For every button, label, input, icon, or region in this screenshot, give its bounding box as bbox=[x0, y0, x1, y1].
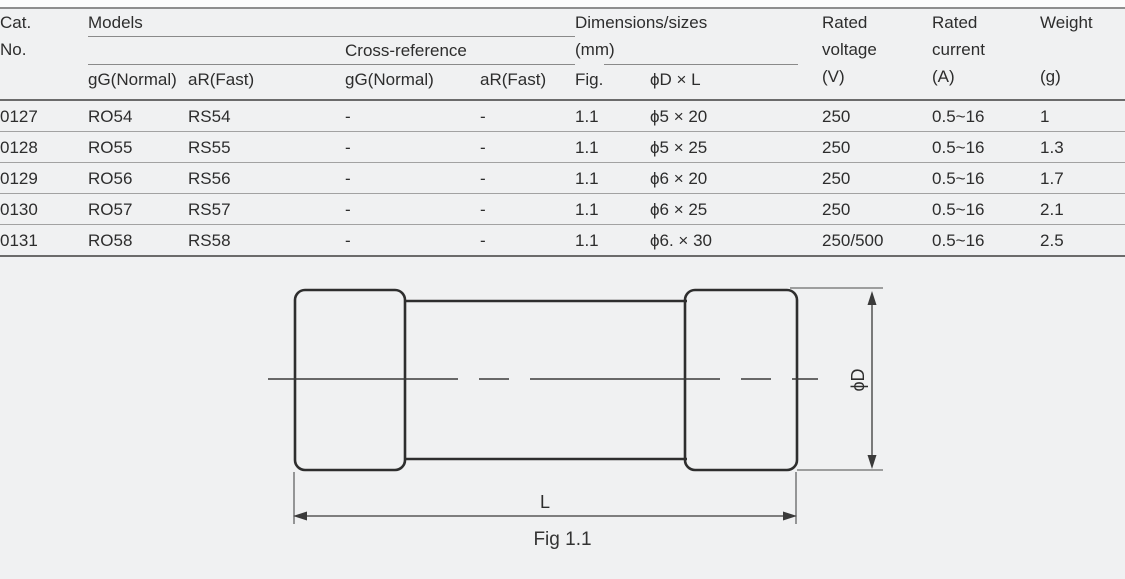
header-row-1: Cat. No. Models Dimensions/sizes (mm) Ra… bbox=[0, 8, 1125, 101]
cell-model-gg: RO55 bbox=[88, 131, 188, 163]
cell-cat-no: 0129 bbox=[0, 162, 88, 194]
cell-model-ar: RS57 bbox=[188, 193, 345, 225]
header-gg-normal-cross: gG(Normal) bbox=[345, 64, 480, 101]
cell-fig: 1.1 bbox=[575, 224, 650, 257]
header-rated-voltage: Rated voltage (V) bbox=[822, 8, 933, 101]
table-row: 0130 RO57 RS57 - - 1.1 ϕ6 × 25 250 0.5~1… bbox=[0, 193, 1125, 225]
cell-model-ar: RS54 bbox=[188, 100, 345, 132]
cell-cat-no: 0130 bbox=[0, 193, 88, 225]
header-weight: Weight (g) bbox=[1040, 8, 1125, 101]
cell-current: 0.5~16 bbox=[932, 100, 1041, 132]
cell-cross-gg: - bbox=[345, 131, 480, 163]
cell-voltage: 250 bbox=[822, 100, 933, 132]
table-row: 0129 RO56 RS56 - - 1.1 ϕ6 × 20 250 0.5~1… bbox=[0, 162, 1125, 194]
header-rated-current: Rated current (A) bbox=[932, 8, 1041, 101]
arrow-right-icon bbox=[783, 511, 797, 521]
fuse-dimension-drawing: ϕD L bbox=[268, 287, 883, 524]
cell-size: ϕ6 × 25 bbox=[650, 193, 823, 225]
arrow-up-icon bbox=[867, 291, 877, 305]
cell-voltage: 250 bbox=[822, 131, 933, 163]
cell-voltage: 250 bbox=[822, 162, 933, 194]
cell-weight: 2.5 bbox=[1040, 224, 1125, 257]
cell-current: 0.5~16 bbox=[932, 193, 1041, 225]
dimensions-underline bbox=[604, 63, 798, 65]
cell-model-gg: RO58 bbox=[88, 224, 188, 257]
header-cross-reference: Cross-reference bbox=[345, 36, 575, 65]
table-row: 0127 RO54 RS54 - - 1.1 ϕ5 × 20 250 0.5~1… bbox=[0, 100, 1125, 132]
top-margin bbox=[0, 0, 1125, 7]
cell-size: ϕ5 × 20 bbox=[650, 100, 823, 132]
cell-fig: 1.1 bbox=[575, 162, 650, 194]
header-cat-no: Cat. No. bbox=[0, 8, 88, 101]
fuse-left-cap bbox=[293, 288, 407, 472]
cell-weight: 1.7 bbox=[1040, 162, 1125, 194]
cell-cross-ar: - bbox=[480, 193, 575, 225]
cell-cross-ar: - bbox=[480, 100, 575, 132]
cell-model-ar: RS55 bbox=[188, 131, 345, 163]
header-row-2: Cross-reference bbox=[0, 36, 1125, 65]
header-row-3: gG(Normal) aR(Fast) gG(Normal) aR(Fast) … bbox=[0, 64, 1125, 101]
cell-fig: 1.1 bbox=[575, 193, 650, 225]
cell-voltage: 250 bbox=[822, 193, 933, 225]
cell-model-ar: RS58 bbox=[188, 224, 345, 257]
cell-cross-ar: - bbox=[480, 162, 575, 194]
cell-model-gg: RO54 bbox=[88, 100, 188, 132]
cell-size: ϕ6. × 30 bbox=[650, 224, 823, 257]
table-row: 0131 RO58 RS58 - - 1.1 ϕ6. × 30 250/500 … bbox=[0, 224, 1125, 257]
cell-current: 0.5~16 bbox=[932, 162, 1041, 194]
arrow-down-icon bbox=[867, 455, 877, 469]
arrow-left-icon bbox=[293, 511, 307, 521]
table-row: 0128 RO55 RS55 - - 1.1 ϕ5 × 25 250 0.5~1… bbox=[0, 131, 1125, 163]
diameter-label: ϕD bbox=[848, 368, 868, 391]
cell-cross-gg: - bbox=[345, 224, 480, 257]
figure-caption: Fig 1.1 bbox=[533, 529, 592, 550]
cell-weight: 2.1 bbox=[1040, 193, 1125, 225]
cell-model-gg: RO57 bbox=[88, 193, 188, 225]
cell-cat-no: 0128 bbox=[0, 131, 88, 163]
cell-fig: 1.1 bbox=[575, 100, 650, 132]
cell-cat-no: 0131 bbox=[0, 224, 88, 257]
cell-model-gg: RO56 bbox=[88, 162, 188, 194]
cell-cross-gg: - bbox=[345, 100, 480, 132]
header-models-group: Models bbox=[88, 8, 575, 37]
header-dimensions-group: Dimensions/sizes (mm) bbox=[575, 8, 822, 65]
cell-weight: 1.3 bbox=[1040, 131, 1125, 163]
fuse-spec-table: Cat. No. Models Dimensions/sizes (mm) Ra… bbox=[0, 7, 1125, 257]
cell-cross-ar: - bbox=[480, 224, 575, 257]
header-d-x-l: ϕD × L bbox=[650, 64, 823, 101]
cell-current: 0.5~16 bbox=[932, 224, 1041, 257]
cell-cross-gg: - bbox=[345, 193, 480, 225]
cell-size: ϕ5 × 25 bbox=[650, 131, 823, 163]
cell-weight: 1 bbox=[1040, 100, 1125, 132]
fuse-right-cap bbox=[683, 288, 799, 472]
header-models-spacer bbox=[88, 36, 345, 65]
cell-voltage: 250/500 bbox=[822, 224, 933, 257]
header-ar-fast-model: aR(Fast) bbox=[188, 64, 345, 101]
cell-cross-ar: - bbox=[480, 131, 575, 163]
cell-cat-no: 0127 bbox=[0, 100, 88, 132]
cell-model-ar: RS56 bbox=[188, 162, 345, 194]
header-ar-fast-cross: aR(Fast) bbox=[480, 64, 575, 101]
cell-size: ϕ6 × 20 bbox=[650, 162, 823, 194]
cell-current: 0.5~16 bbox=[932, 131, 1041, 163]
header-fig: Fig. bbox=[575, 64, 650, 101]
header-gg-normal-model: gG(Normal) bbox=[88, 64, 188, 101]
cell-fig: 1.1 bbox=[575, 131, 650, 163]
cell-cross-gg: - bbox=[345, 162, 480, 194]
length-label: L bbox=[540, 492, 550, 512]
